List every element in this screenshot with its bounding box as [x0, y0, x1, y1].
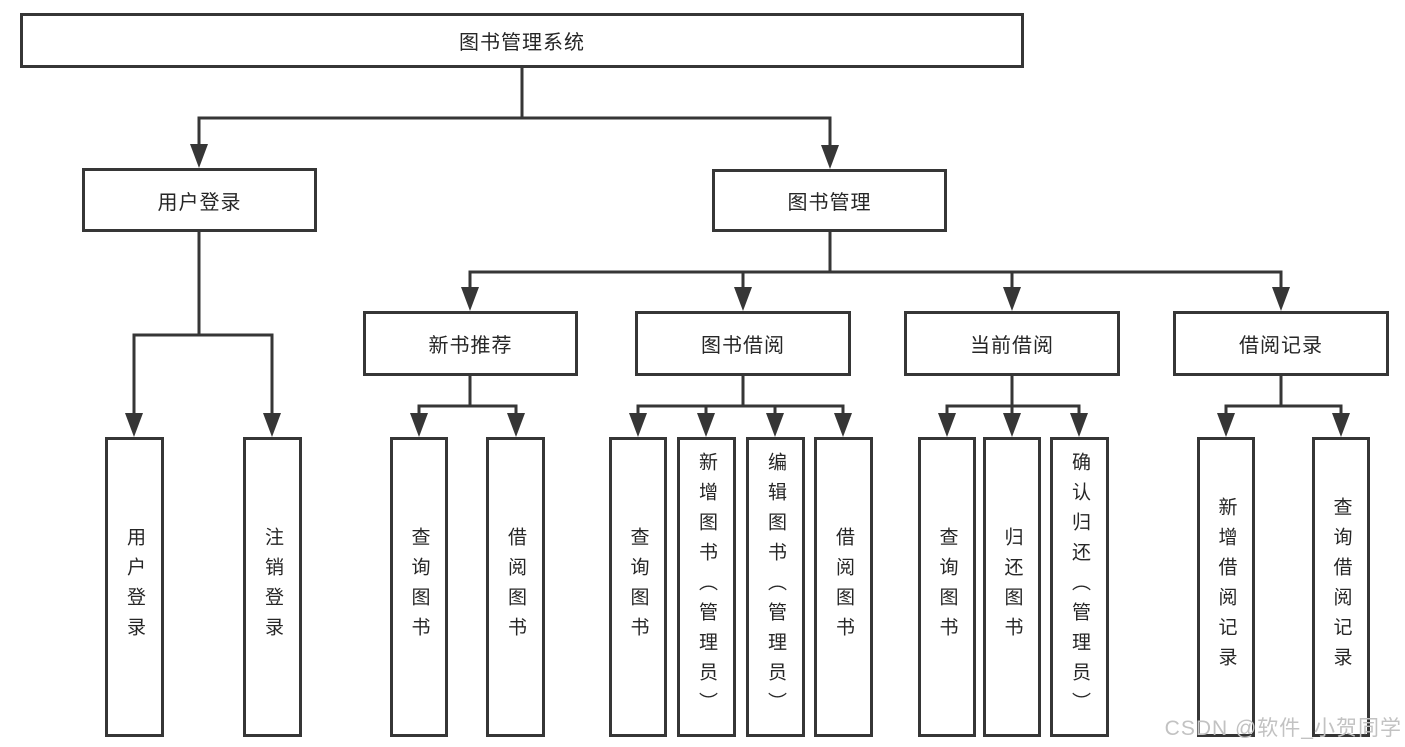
arrow-icon [461, 287, 479, 311]
arrow-icon [821, 145, 839, 169]
leaf-return-books: 归还图书 [983, 437, 1041, 737]
arrow-icon [629, 413, 647, 437]
node-book-management: 图书管理 [712, 169, 947, 232]
node-book-borrow: 图书借阅 [635, 311, 851, 376]
wire-mgmt-branch [468, 232, 1283, 298]
arrow-icon [190, 144, 208, 168]
wire-login-branch [132, 232, 274, 425]
arrow-icon [1070, 413, 1088, 437]
arrow-icon [1003, 413, 1021, 437]
leaf-edit-books-admin: 编辑图书（管理员） [746, 437, 805, 737]
arrow-icon [1003, 287, 1021, 311]
arrow-icon [734, 287, 752, 311]
arrow-icon [697, 413, 715, 437]
leaf-add-books-admin: 新增图书（管理员） [677, 437, 736, 737]
leaf-borrow-books: 借阅图书 [814, 437, 873, 737]
arrow-icon [938, 413, 956, 437]
arrow-icon [125, 413, 143, 437]
wire-newbook-branch [417, 376, 518, 424]
arrow-icon [1332, 413, 1350, 437]
leaf-query-books-current: 查询图书 [918, 437, 976, 737]
csdn-watermark: CSDN @软件_小贺同学 [1164, 717, 1402, 740]
arrow-icon [834, 413, 852, 437]
node-user-login: 用户登录 [82, 168, 317, 232]
arrow-icon [507, 413, 525, 437]
leaf-query-books-borrow: 查询图书 [609, 437, 667, 737]
leaf-query-borrow-record: 查询借阅记录 [1312, 437, 1370, 737]
wire-root-to-level2 [197, 68, 832, 150]
node-current-borrow: 当前借阅 [904, 311, 1120, 376]
leaf-confirm-return-admin: 确认归还（管理员） [1050, 437, 1109, 737]
node-new-book-recommend: 新书推荐 [363, 311, 578, 376]
arrow-icon [263, 413, 281, 437]
arrow-icon [1272, 287, 1290, 311]
wire-borrow-branch [636, 376, 845, 424]
leaf-query-books-recommend: 查询图书 [390, 437, 448, 737]
arrow-icon [766, 413, 784, 437]
leaf-user-login: 用户登录 [105, 437, 164, 737]
wire-records-branch [1224, 376, 1343, 424]
arrow-icon [1217, 413, 1235, 437]
arrowheads [125, 144, 1350, 437]
arrow-icon [410, 413, 428, 437]
node-library-system: 图书管理系统 [20, 13, 1024, 68]
node-borrow-records: 借阅记录 [1173, 311, 1389, 376]
leaf-borrow-books-recommend: 借阅图书 [486, 437, 545, 737]
leaf-add-borrow-record: 新增借阅记录 [1197, 437, 1255, 737]
leaf-logout: 注销登录 [243, 437, 302, 737]
